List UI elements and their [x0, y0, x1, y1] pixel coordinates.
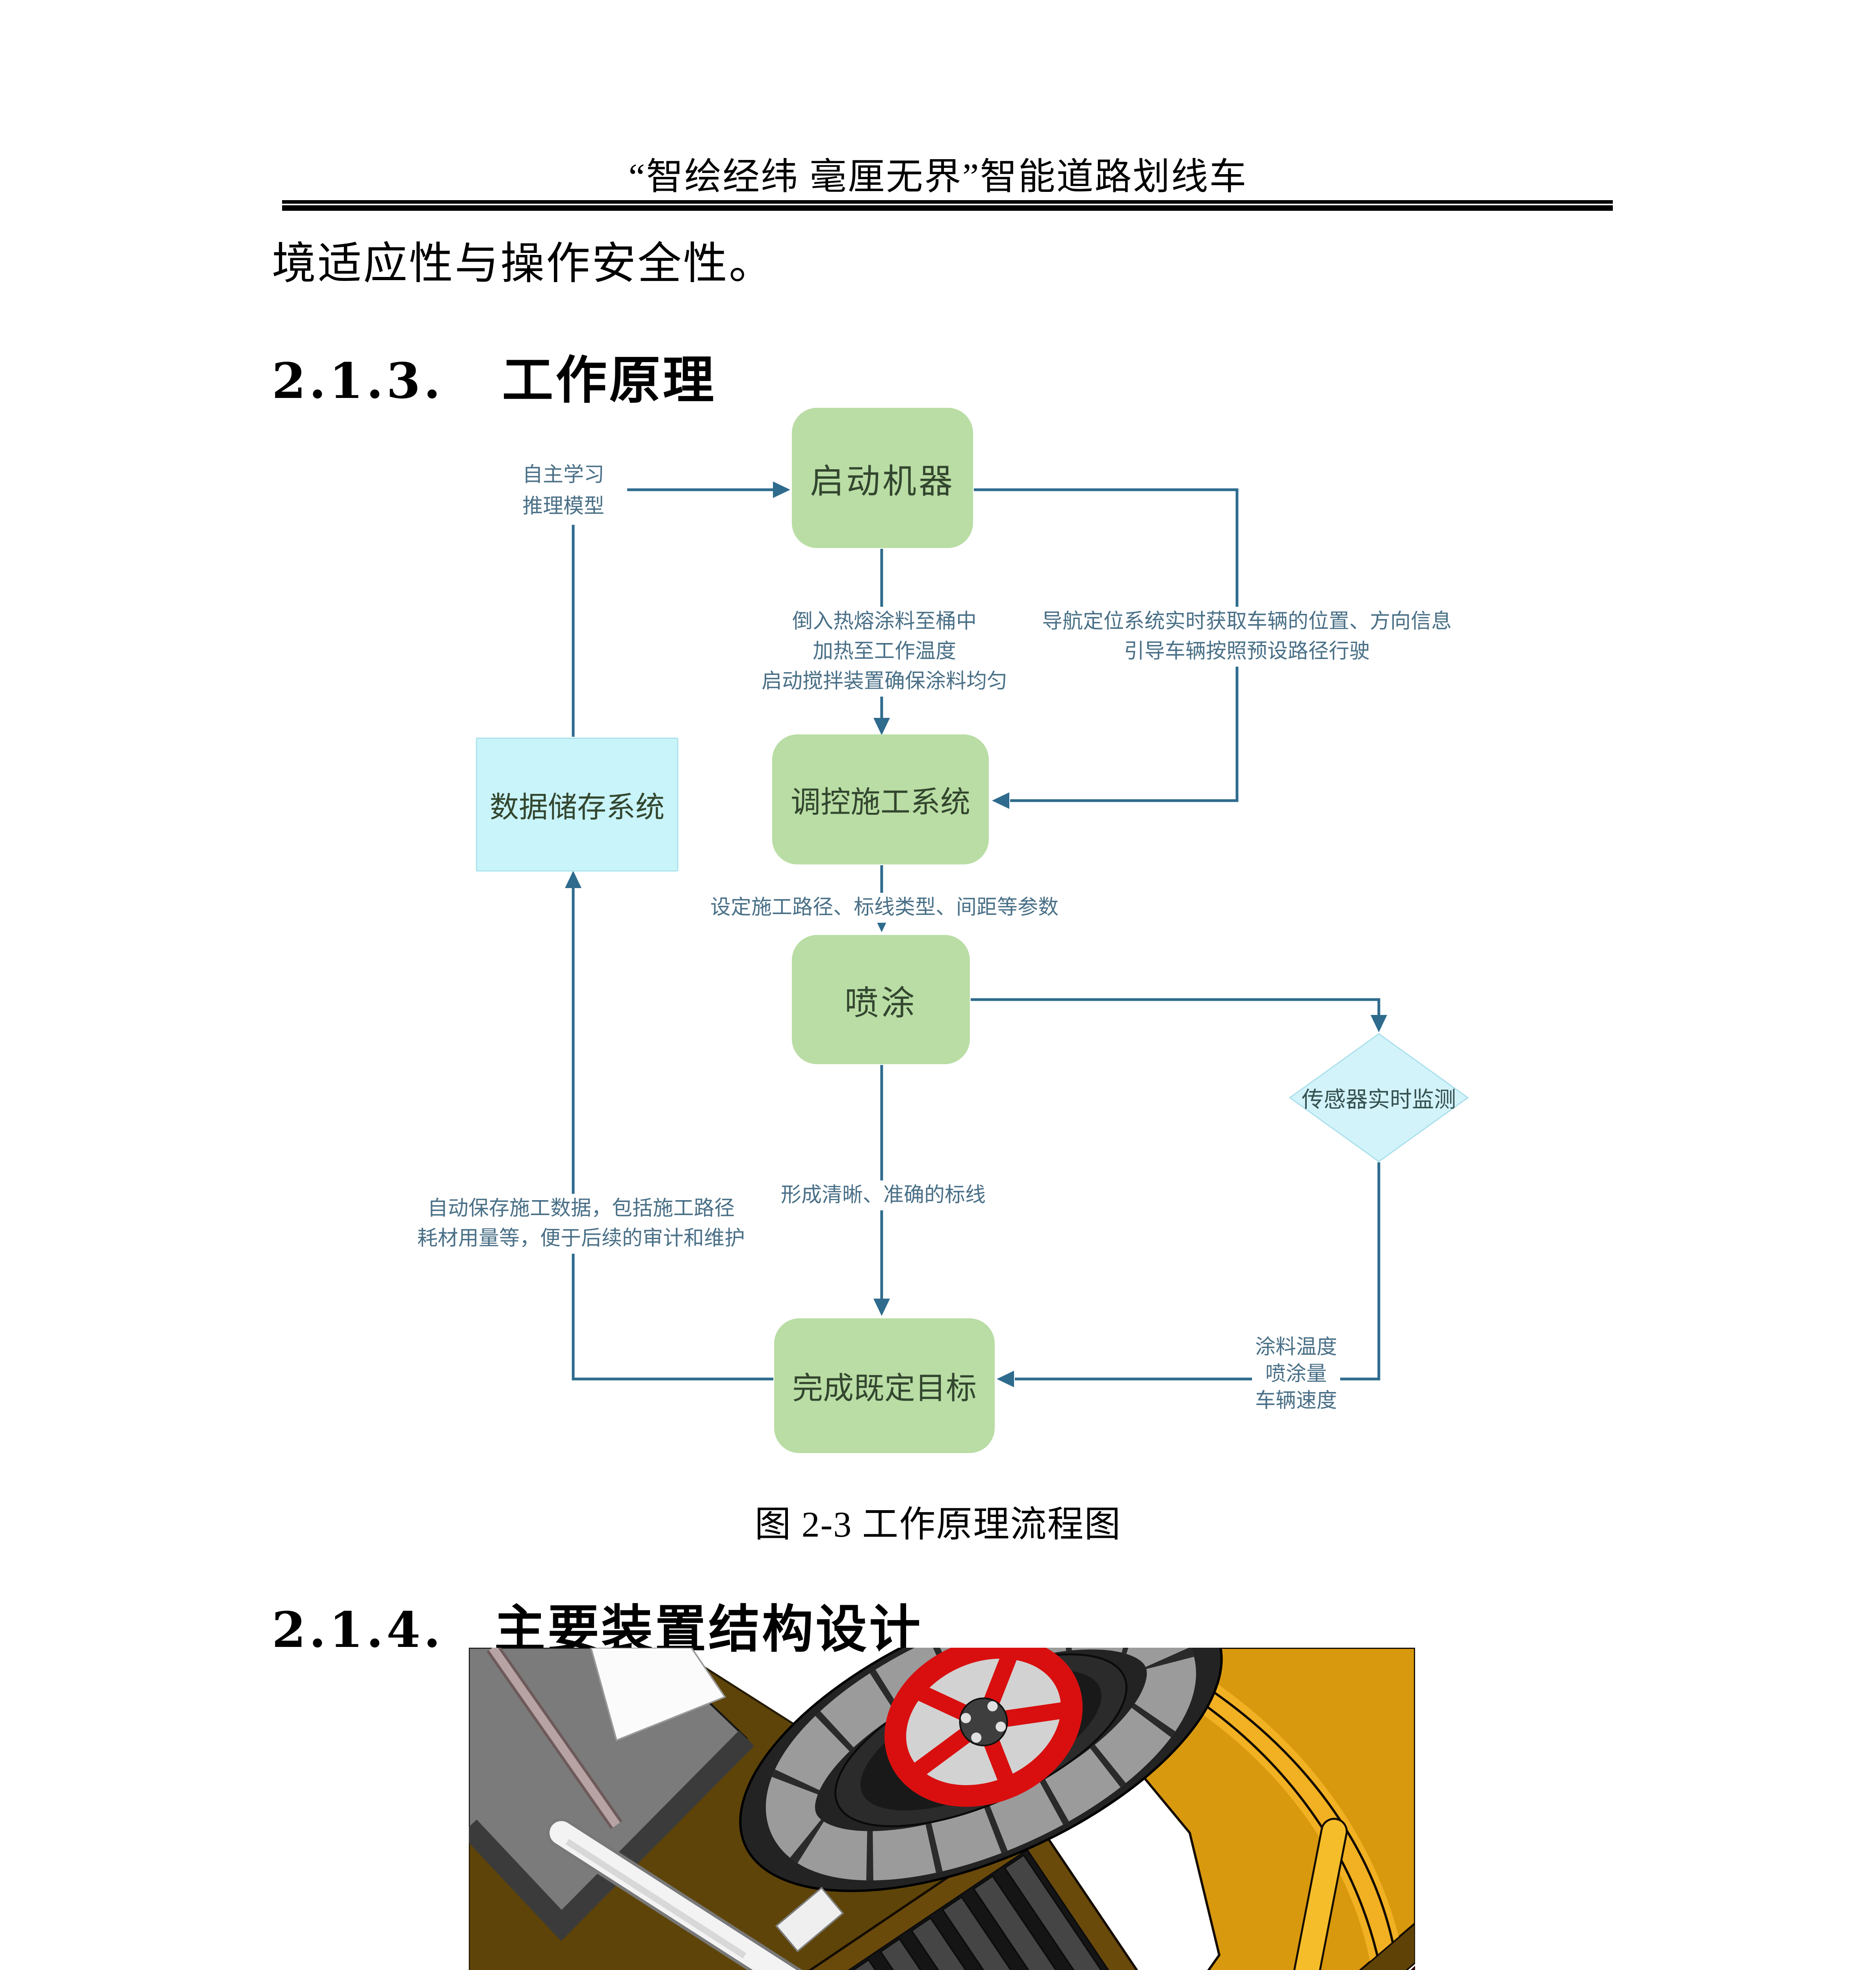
flowchart-node-control: 调控施工系统 — [772, 734, 989, 864]
label-line: 形成清晰、准确的标线 — [780, 1184, 986, 1206]
flowchart-label-params: 设定施工路径、标线类型、间距等参数 — [707, 893, 1062, 923]
label-line: 自主学习 — [522, 464, 605, 486]
figure-2-4-image — [469, 1648, 1415, 1970]
label-line: 引导车辆按照预设路径行驶 — [1124, 640, 1370, 663]
label-line: 推理模型 — [522, 495, 605, 518]
section-heading-213: 2.1.3. 工作原理 — [272, 339, 716, 413]
label-line: 导航定位系统实时获取车辆的位置、方向信息 — [1042, 610, 1452, 633]
label-line: 涂料温度 — [1255, 1336, 1337, 1359]
flowchart-node-start: 启动机器 — [792, 408, 973, 548]
label-line: 自动保存施工数据，包括施工路径 — [427, 1197, 735, 1220]
intro-paragraph: 境适应性与操作安全性。 — [272, 240, 775, 288]
section-heading-214: 2.1.4. 主要装置结构设计 — [272, 1588, 923, 1662]
cad-top-wheel — [739, 1648, 1223, 1892]
cad-tray — [749, 1817, 1323, 1970]
header-rule-thin — [282, 200, 1613, 204]
page-header-title: “智绘经纬 毫厘无界”智能道路划线车 — [628, 156, 1248, 197]
flowchart-label-nav: 导航定位系统实时获取车辆的位置、方向信息 引导车辆按照预设路径行驶 — [1038, 607, 1455, 667]
cad-plates — [469, 1648, 754, 1941]
flowchart-node-finish: 完成既定目标 — [774, 1318, 995, 1453]
flowchart-node-spray: 喷涂 — [792, 935, 970, 1064]
label-line: 车辆速度 — [1255, 1390, 1337, 1412]
section-number: 2.1.3. — [272, 353, 444, 410]
flowchart-label-learn: 自主学习 推理模型 — [519, 459, 608, 522]
flowchart-node-sensor: 传感器实时监测 — [1302, 1087, 1456, 1112]
header-rule-thick — [282, 205, 1613, 211]
label-line: 启动搅拌装置确保涂料均匀 — [761, 670, 1008, 693]
section-title: 工作原理 — [502, 351, 717, 409]
cad-piston — [546, 1818, 844, 1970]
flowchart-label-save: 自动保存施工数据，包括施工路径 耗材用量等，便于后续的审计和维护 — [414, 1194, 749, 1254]
flowchart-label-feedback: 涂料温度 喷涂量 车辆速度 — [1252, 1334, 1341, 1414]
flowchart-node-storage: 数据储存系统 — [476, 738, 678, 872]
label-line: 设定施工路径、标线类型、间距等参数 — [710, 896, 1059, 919]
section-number: 2.1.4. — [272, 1602, 444, 1659]
label-line: 加热至工作温度 — [812, 640, 957, 663]
label-line: 倒入热熔涂料至桶中 — [792, 610, 977, 633]
label-line: 喷涂量 — [1265, 1363, 1327, 1385]
label-line: 耗材用量等，便于后续的审计和维护 — [417, 1227, 745, 1250]
flowchart-label-marking: 形成清晰、准确的标线 — [777, 1180, 989, 1210]
figure-2-3-caption: 图 2-3 工作原理流程图 — [754, 1504, 1122, 1544]
flowchart-label-prep: 倒入热熔涂料至桶中 加热至工作温度 启动搅拌装置确保涂料均匀 — [758, 607, 1011, 697]
